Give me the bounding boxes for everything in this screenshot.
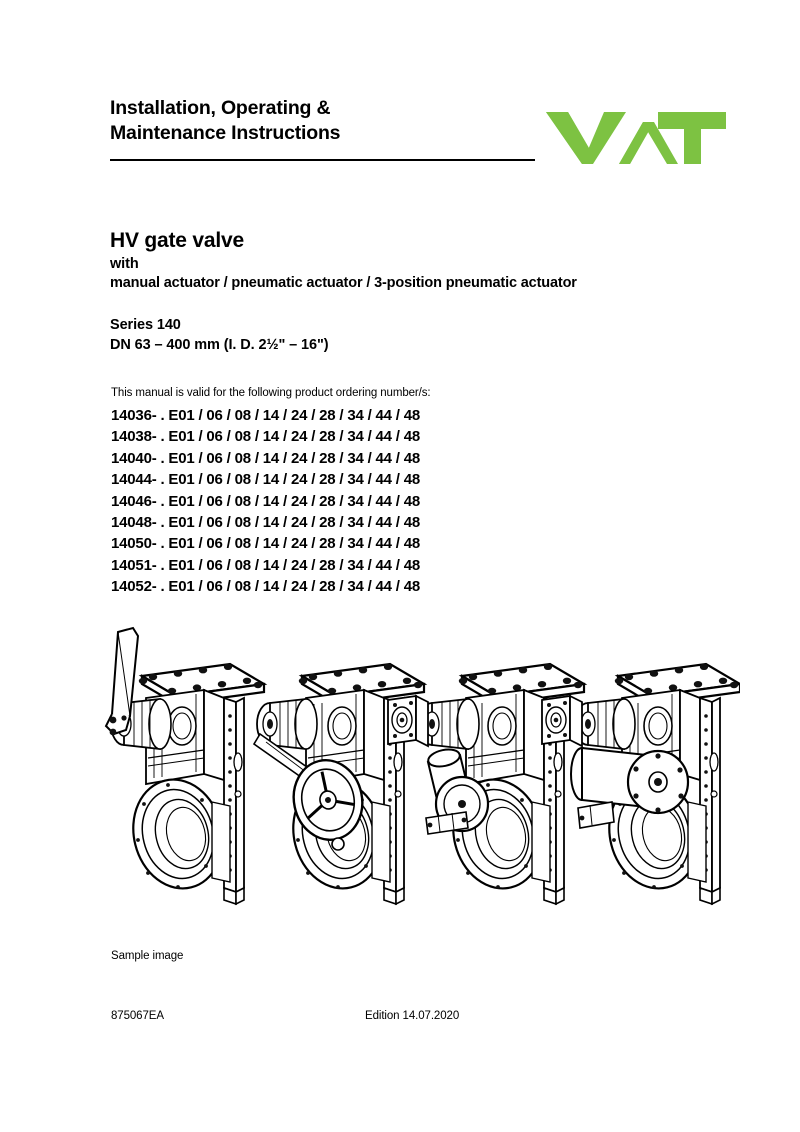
list-item: 14044- . E01 / 06 / 08 / 14 / 24 / 28 / …: [111, 471, 420, 489]
valve-variant-pneumatic-horizontal: [541, 662, 740, 906]
list-item: 14048- . E01 / 06 / 08 / 14 / 24 / 28 / …: [111, 514, 420, 532]
list-item: 14038- . E01 / 06 / 08 / 14 / 24 / 28 / …: [111, 428, 420, 446]
ordering-numbers-intro: This manual is valid for the following p…: [111, 387, 431, 399]
valve-variant-handwheel: [252, 662, 426, 906]
list-item: 14051- . E01 / 06 / 08 / 14 / 24 / 28 / …: [111, 556, 420, 574]
series-name: Series 140: [110, 317, 181, 333]
list-item: 14040- . E01 / 06 / 08 / 14 / 24 / 28 / …: [111, 449, 420, 467]
page-title: HV gate valve: [110, 229, 244, 252]
product-actuator-variants: manual actuator / pneumatic actuator / 3…: [110, 275, 577, 291]
footer-document-number: 875067EA: [111, 1010, 164, 1022]
document-footer: 875067EA Edition 14.07.2020: [111, 1010, 731, 1026]
valve-variant-pneumatic-vertical: [387, 662, 586, 906]
ordering-numbers-block: This manual is valid for the following p…: [111, 386, 611, 598]
list-item: 14036- . E01 / 06 / 08 / 14 / 24 / 28 / …: [111, 407, 420, 424]
product-with-label: with: [110, 256, 139, 272]
series-size-range: DN 63 – 400 mm (I. D. 2½" – 16"): [110, 337, 329, 353]
document-type-title: Installation, Operating & Maintenance In…: [110, 97, 341, 144]
list-item: 14046- . E01 / 06 / 08 / 14 / 24 / 28 / …: [111, 492, 420, 510]
product-illustration: [100, 622, 740, 932]
list-item: 14052- . E01 / 06 / 08 / 14 / 24 / 28 / …: [111, 578, 420, 596]
product-title-block: HV gate valve with manual actuator / pne…: [110, 228, 750, 355]
ordering-numbers-list: 14036- . E01 / 06 / 08 / 14 / 24 / 28 / …: [111, 405, 611, 598]
illustration-caption: Sample image: [111, 950, 184, 962]
series-info: Series 140 DN 63 – 400 mm (I. D. 2½" – 1…: [110, 315, 750, 355]
footer-edition-date: Edition 14.07.2020: [365, 1010, 460, 1022]
valve-variant-manual-lever: [104, 626, 266, 906]
document-header: Installation, Operating & Maintenance In…: [110, 96, 730, 171]
list-item: 14050- . E01 / 06 / 08 / 14 / 24 / 28 / …: [111, 535, 420, 553]
vat-logo: [546, 108, 726, 164]
header-divider-rule: [110, 159, 535, 161]
